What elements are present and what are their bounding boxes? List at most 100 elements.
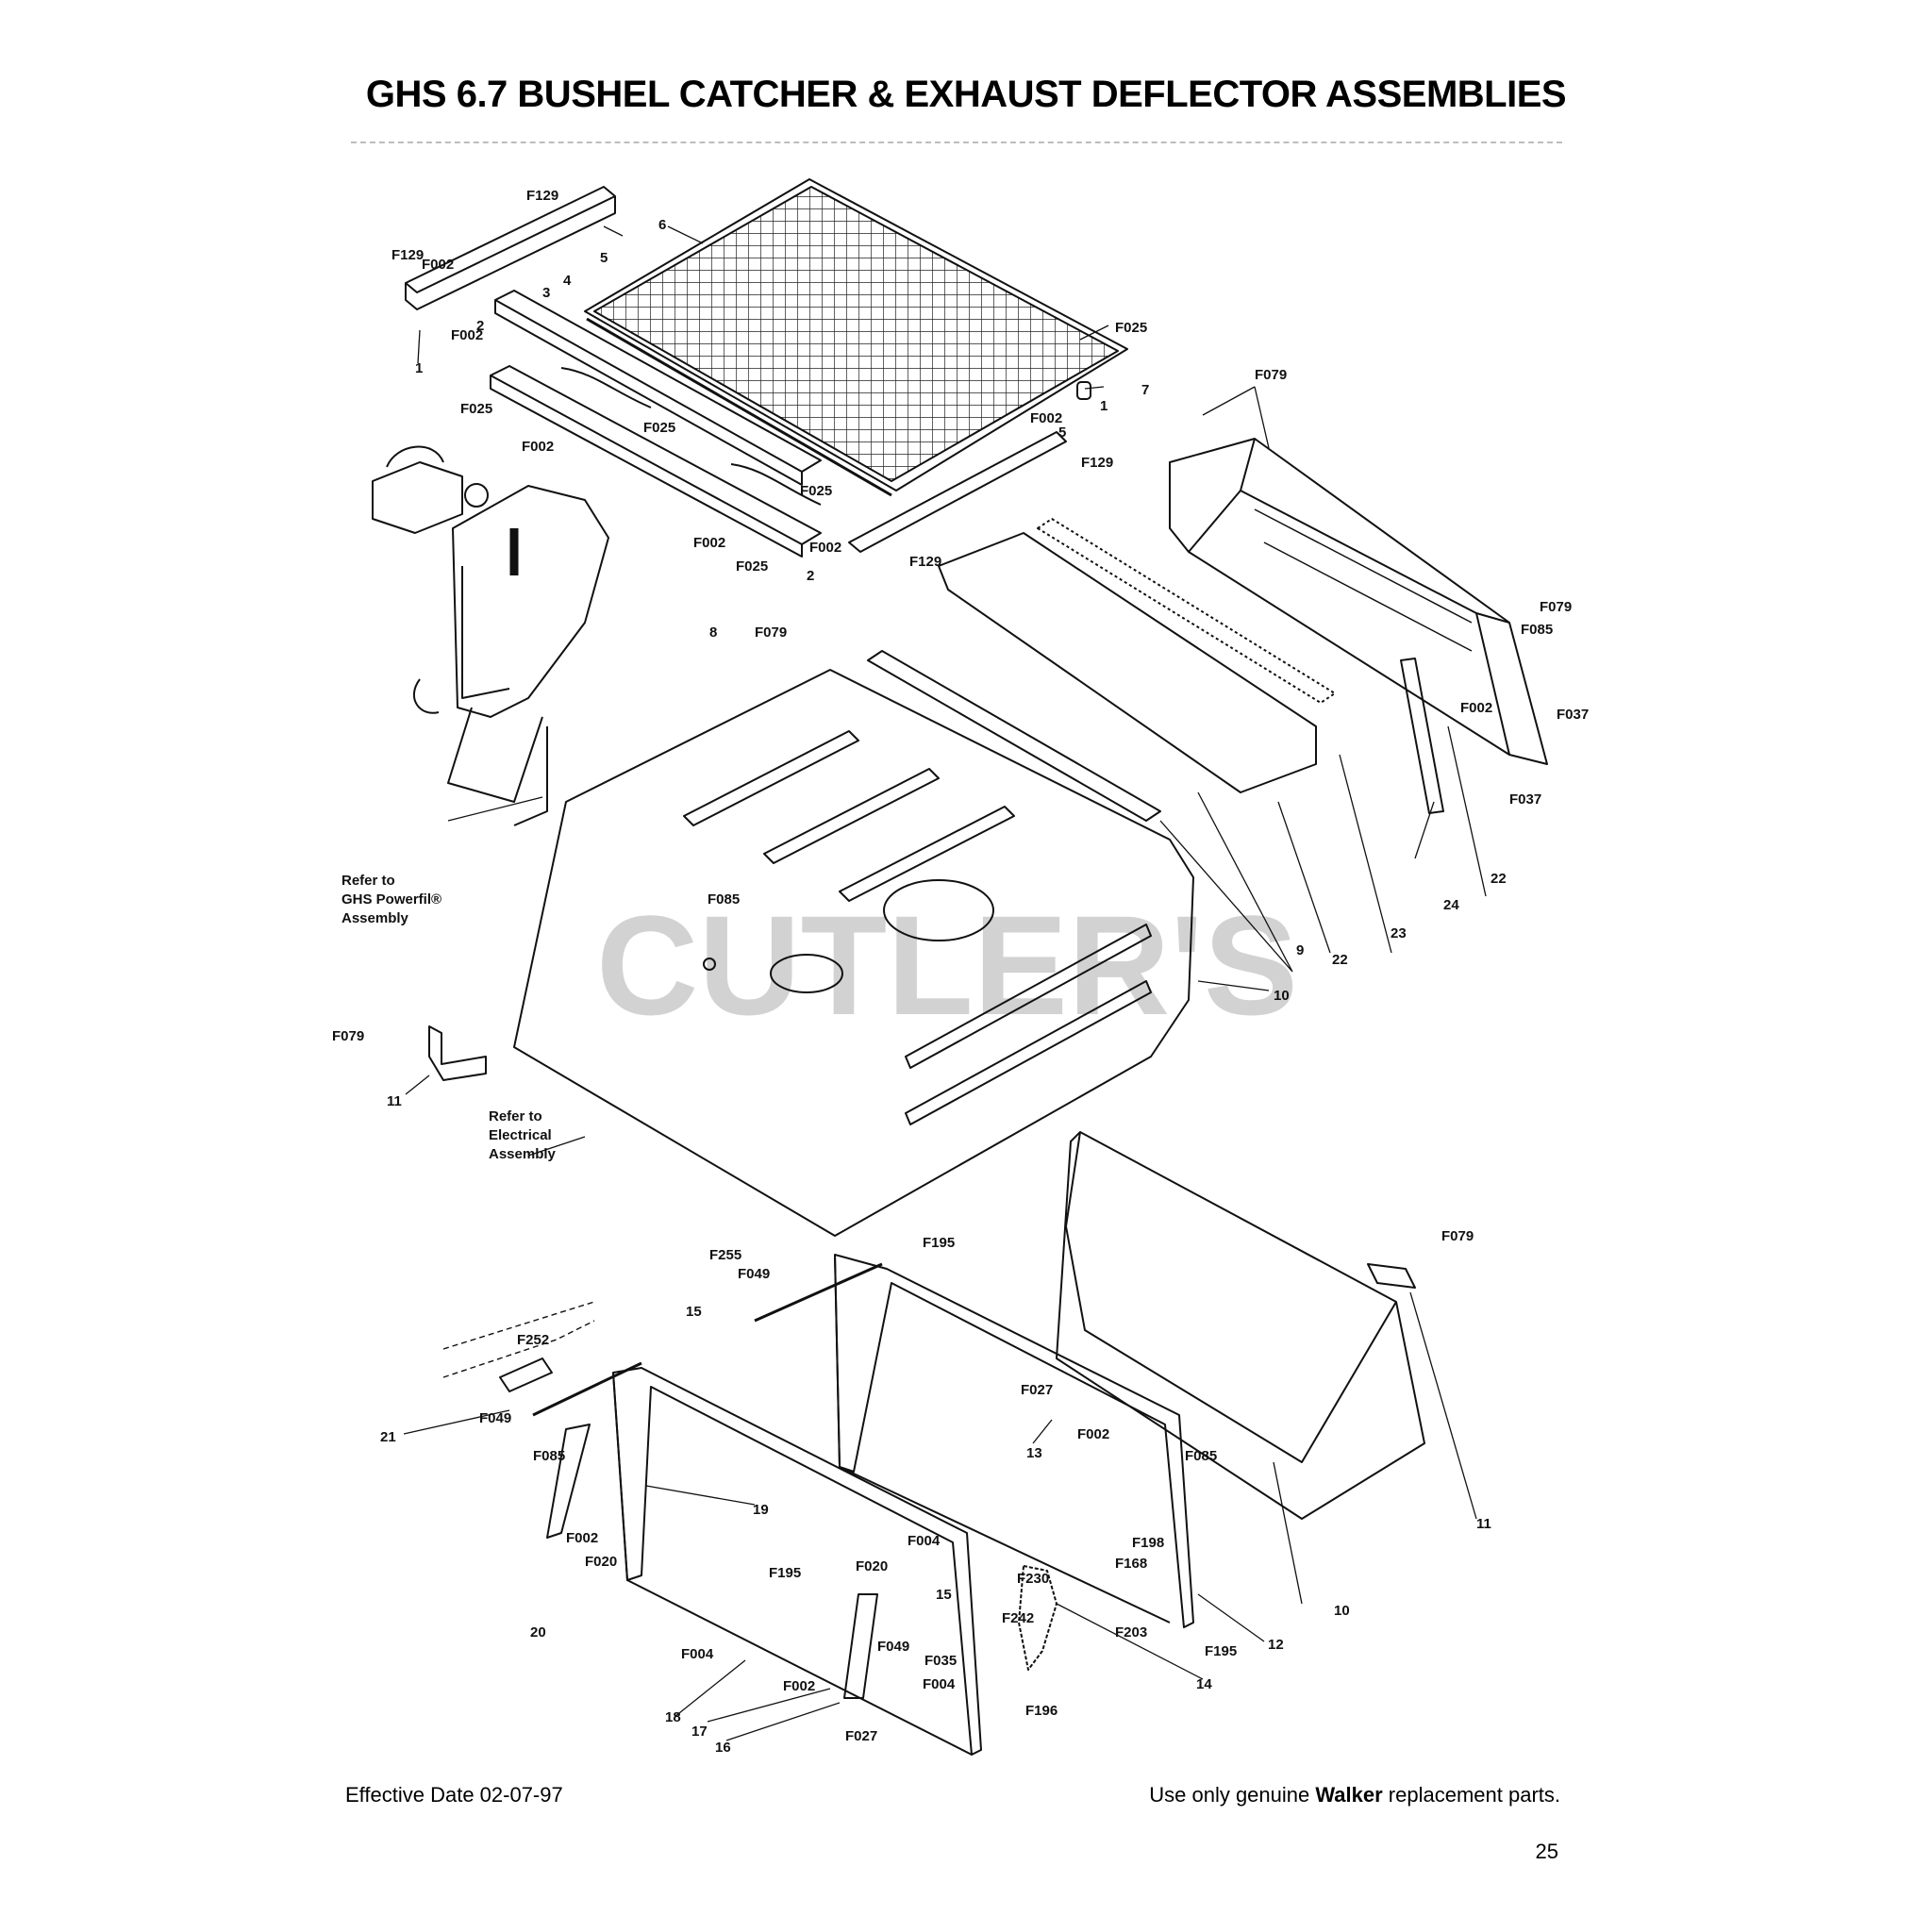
callout-label: 2 [807,568,814,584]
callout-label: F002 [1030,410,1062,426]
callout-label: F002 [522,439,554,455]
callout-label: 19 [753,1502,769,1518]
callout-label: F085 [533,1448,565,1464]
callout-label: F195 [769,1565,801,1581]
callout-label: 16 [715,1740,731,1756]
handle-strap-a [560,367,652,408]
callout-label: F085 [708,891,740,908]
callout-label: 6 [658,217,666,233]
bracket-18 [843,1593,878,1699]
parts-notice: Use only genuine Walker replacement part… [1149,1783,1560,1807]
effective-date: Effective Date 02-07-97 [345,1783,563,1807]
callout-label: F129 [1081,455,1113,471]
callout-label: F027 [1021,1382,1053,1398]
page-title: GHS 6.7 BUSHEL CATCHER & EXHAUST DEFLECT… [365,74,1567,115]
callout-label: 11 [1476,1516,1491,1532]
strip-24 [1400,658,1444,814]
rear-panel-10 [1056,1131,1425,1520]
callout-label: GHS Powerfil® [341,891,441,908]
callout-label: Electrical [489,1127,552,1143]
callout-label: F079 [755,625,787,641]
callout-label: F252 [517,1332,549,1348]
callout-label: 5 [600,250,608,266]
callout-label: F020 [585,1554,617,1570]
watermark: CUTLER'S [596,886,1298,1044]
callout-label: F242 [1002,1610,1034,1626]
hinge-21 [499,1357,553,1392]
callout-label: 22 [1332,952,1348,968]
callout-label: F025 [460,401,492,417]
callout-label: 24 [1443,897,1459,913]
callout-label: F085 [1521,622,1553,638]
callout-label: 8 [709,625,717,641]
callout-label: F002 [1460,700,1492,716]
callout-label: F002 [566,1530,598,1546]
callout-label: F002 [809,540,841,556]
callout-label: F004 [681,1646,714,1662]
callout-label: F020 [856,1558,888,1574]
powerfil-assembly [372,445,609,826]
callout-label: 9 [1296,942,1304,958]
top-screen-assembly [405,178,1128,558]
handle-11-left [428,1025,487,1081]
callout-label: F079 [332,1028,364,1044]
callout-label: F025 [736,558,768,575]
callout-label: F079 [1255,367,1287,383]
cover-22 [938,532,1317,793]
callout-label: F079 [1540,599,1572,615]
callout-label: F025 [800,483,832,499]
title-divider [351,142,1562,143]
callout-label: 5 [1058,425,1066,441]
callout-label: F037 [1509,791,1541,808]
callout-label: F129 [391,247,424,263]
callout-label: 13 [1026,1445,1042,1461]
bar-3 [494,290,822,486]
bracket-2 [490,365,822,558]
callout-label: Assembly [489,1146,557,1162]
callout-label: F079 [1441,1228,1474,1244]
callout-label: Assembly [341,910,409,926]
frame-19 [612,1367,982,1756]
callout-label: F002 [783,1678,815,1694]
callout-label: F002 [422,257,454,273]
callout-label: F002 [1077,1426,1109,1442]
callout-label: F025 [1115,320,1147,336]
callout-label: F002 [693,535,725,551]
callout-label: 23 [1391,925,1407,941]
exhaust-deflector [938,438,1548,814]
hinge-23 [1037,518,1336,704]
rail-5-top [405,186,616,310]
callout-label: F168 [1115,1556,1147,1572]
bar-4 [586,317,892,497]
handle-strap-b [730,463,822,506]
callout-label: 10 [1274,988,1290,1004]
callout-label: 17 [691,1724,708,1740]
callout-label: F002 [451,327,483,343]
callout-label: 22 [1491,871,1507,887]
callout-label: F230 [1017,1571,1049,1587]
callout-label: F129 [909,554,941,570]
knob-7 [1076,381,1091,400]
callout-label: 15 [936,1587,952,1603]
callout-label: Refer to [341,873,395,889]
callout-label: 1 [415,360,423,376]
callout-label: Refer to [489,1108,542,1124]
parts-notice-suffix: replacement parts. [1382,1783,1560,1807]
frame-assembly [442,1254,1194,1756]
callouts: F129 F129 F002 5 6 4 3 2 F002 1 F025 7 F… [332,188,1589,1756]
callout-label: 4 [563,273,572,289]
callout-label: F037 [1557,707,1589,723]
callout-label: F196 [1025,1703,1058,1719]
callout-label: F195 [1205,1643,1237,1659]
callout-label: 2 [476,318,484,334]
rail-5-bottom [848,431,1067,553]
callout-label: 7 [1141,382,1149,398]
callout-label: F035 [924,1653,957,1669]
callout-label: 1 [1100,398,1108,414]
callout-label: F027 [845,1728,877,1744]
leader-lines [403,225,1487,1741]
plate-20 [546,1424,591,1539]
callout-label: 12 [1268,1637,1284,1653]
brand-name: Walker [1315,1783,1383,1807]
catcher-body-10 [513,650,1194,1237]
